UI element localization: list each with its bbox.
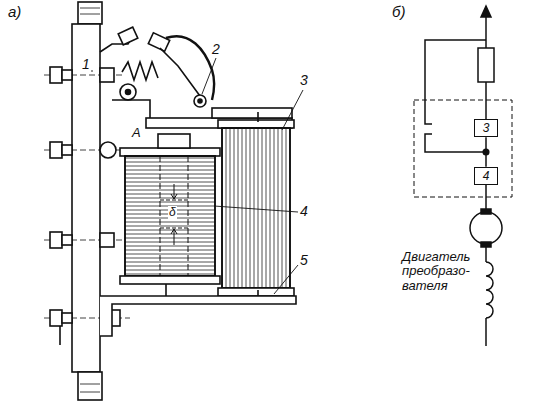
circuit-schematic	[414, 6, 512, 346]
wire	[485, 318, 487, 346]
base-bracket	[100, 296, 296, 336]
motor-brush	[481, 209, 491, 214]
armature-pivot	[194, 95, 206, 107]
coil-flange	[218, 288, 294, 296]
coil-flange	[120, 148, 220, 156]
relay-coil-box: 4	[474, 167, 498, 185]
contact-assembly	[100, 27, 214, 118]
coil-number: 4	[481, 169, 491, 183]
moving-contact	[148, 33, 169, 51]
relay-drawing	[44, 2, 303, 400]
nut	[100, 233, 114, 247]
callout-number: 2	[212, 42, 220, 57]
coil-number: 3	[481, 121, 491, 135]
core-foot	[165, 284, 167, 296]
yoke-top	[212, 108, 292, 118]
arrow-head	[481, 6, 491, 17]
callout-number: 3	[300, 73, 308, 88]
bar-stub	[78, 2, 102, 24]
washer	[62, 313, 72, 323]
leader-line	[92, 70, 93, 72]
wire	[485, 137, 487, 167]
shunt-coil	[222, 128, 290, 288]
panel-letter: б)	[392, 4, 405, 21]
mounting-bar	[72, 24, 100, 372]
armature-pivot-axis	[198, 99, 202, 103]
nut	[100, 68, 114, 82]
leader-line	[282, 90, 303, 130]
shunt-coil-outline	[222, 128, 290, 288]
motor-symbol	[470, 212, 502, 244]
spring-pivot-axis	[126, 90, 131, 95]
field-winding-symbol	[486, 262, 493, 318]
wire	[485, 247, 487, 262]
gap-symbol: δ	[168, 206, 177, 219]
motor-brush	[481, 242, 491, 247]
motor-caption: Двигатель преобразо- вателя	[402, 250, 478, 293]
nut	[50, 310, 62, 326]
bar-hatch	[80, 392, 100, 393]
callout-number: 1	[81, 57, 91, 72]
core-head	[158, 134, 190, 148]
washer	[62, 145, 72, 155]
core-hidden-line	[160, 156, 188, 276]
resistor-symbol	[478, 48, 494, 82]
leader-line	[202, 58, 216, 94]
lead-end	[59, 326, 61, 345]
bar-hatch	[80, 14, 100, 15]
leader-line	[214, 206, 298, 212]
panel-letter: а)	[8, 4, 21, 21]
wire	[485, 14, 487, 48]
armature-stop	[112, 100, 150, 118]
spring	[122, 62, 158, 80]
callout-number: 4	[300, 204, 308, 219]
coil-flange	[120, 276, 220, 284]
flexible-shunt	[166, 36, 214, 100]
leader-line	[274, 265, 298, 294]
series-coil	[125, 156, 215, 276]
relay-coil-box: 3	[474, 119, 498, 137]
hinge-washer	[100, 142, 116, 158]
bar-hatch	[80, 8, 100, 9]
nut	[50, 142, 62, 158]
coil-clamp	[257, 112, 259, 296]
bar-hatch	[80, 384, 100, 385]
series-coil-outline	[125, 156, 215, 276]
washer	[62, 235, 72, 245]
bar-stub	[78, 372, 102, 400]
point-letter: А	[131, 126, 142, 140]
fixed-contact	[118, 27, 138, 45]
nut	[50, 232, 62, 248]
core-gap	[160, 200, 188, 228]
nut	[50, 67, 62, 83]
contact-lever	[160, 48, 200, 96]
wire	[485, 185, 487, 212]
relay-boundary	[414, 100, 512, 197]
callout-number: 5	[300, 253, 308, 268]
bypass-wire	[425, 40, 486, 124]
spring-pivot	[120, 84, 136, 100]
coil-flange	[218, 120, 294, 128]
washer	[62, 70, 72, 80]
